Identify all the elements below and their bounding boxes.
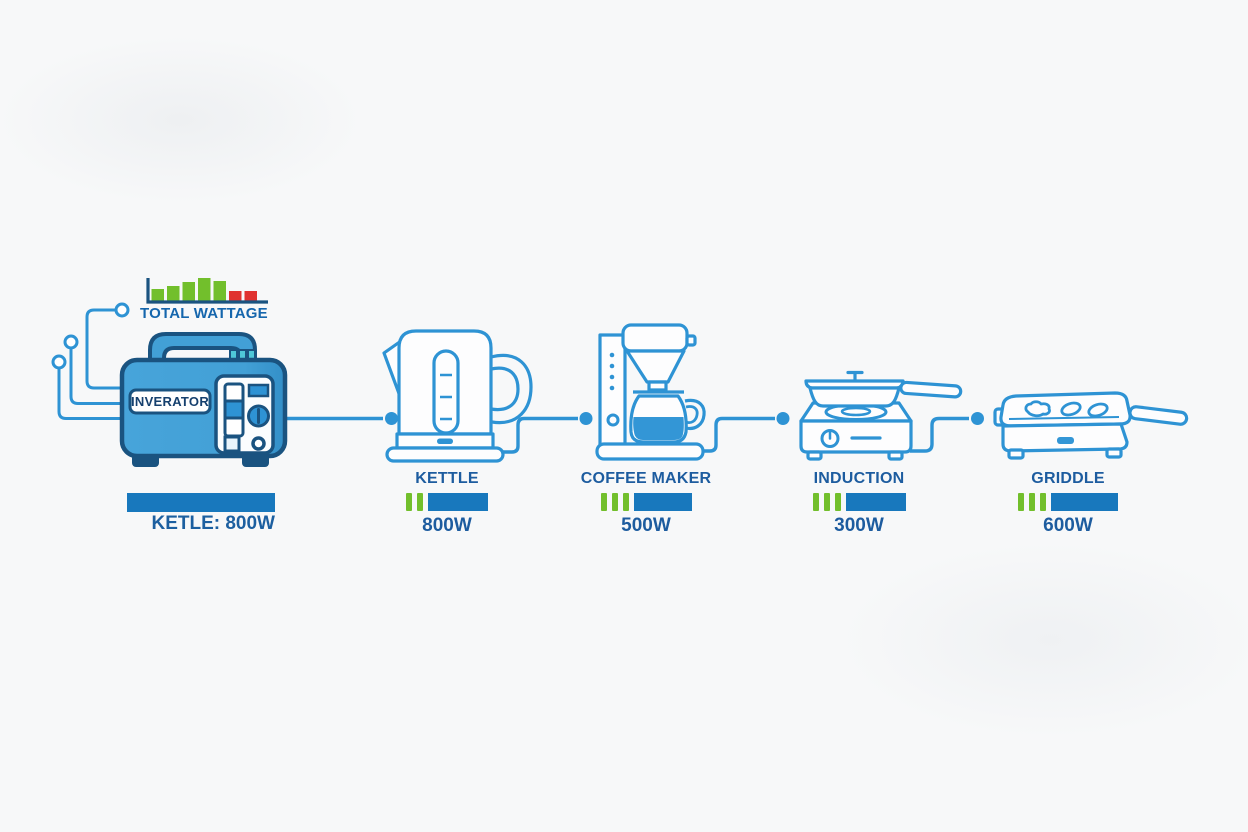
appliance-name: KETTLE	[415, 470, 479, 487]
tick-mark	[600, 493, 607, 511]
wattage-bar	[633, 493, 692, 511]
tick-mark	[1029, 493, 1035, 511]
appliance-label-griddle: GRIDDLE 600W	[993, 470, 1143, 537]
tick-mark	[1018, 493, 1024, 511]
wattage-bar	[845, 493, 906, 511]
wattage-chart-bar	[167, 286, 180, 301]
wattage-bar-row	[372, 493, 522, 511]
wire-terminal-icon	[63, 334, 79, 350]
wattage-chart-bar	[244, 291, 257, 301]
tick-marks	[600, 493, 629, 511]
tick-mark	[1040, 493, 1046, 511]
food-icon	[1060, 401, 1082, 417]
appliance-label-coffee-maker: COFFEE MAKER 500W	[571, 470, 721, 537]
appliance-label-induction: INDUCTION 300W	[784, 470, 934, 537]
connector-line	[910, 416, 969, 453]
wattage-bar-row	[784, 493, 934, 511]
tick-mark	[834, 493, 841, 511]
wire-terminal-icon	[114, 302, 130, 318]
inverter-nameplate	[128, 388, 212, 415]
tick-mark	[406, 493, 412, 511]
connector-dot	[579, 412, 593, 425]
tick-mark	[823, 493, 830, 511]
connector-dot	[385, 412, 398, 425]
appliance-watts: 800W	[422, 515, 472, 536]
inverter-feet	[242, 454, 269, 467]
inverter-caption: KETLE: 800W	[151, 513, 275, 534]
wire	[57, 369, 122, 420]
wire	[69, 349, 122, 405]
appliance-watts: 500W	[621, 515, 671, 536]
appliance-label-kettle: KETTLE 800W	[372, 470, 522, 537]
coffee-maker-icon	[595, 323, 706, 461]
tick-marks	[406, 493, 423, 511]
wattage-bar-row	[571, 493, 721, 511]
toggle-switch-band	[223, 399, 245, 420]
tick-mark	[812, 493, 819, 511]
tick-marks	[812, 493, 841, 511]
wattage-chart-bar	[229, 291, 242, 301]
total-wattage-label: TOTAL WATTAGE	[140, 305, 268, 322]
kettle-icon	[382, 329, 533, 463]
connector-dot	[776, 412, 790, 425]
inverter-nameplate-label: INVERATOR	[130, 394, 210, 409]
appliance-name: INDUCTION	[813, 470, 905, 487]
wattage-chart-bar	[151, 289, 164, 301]
appliance-watts: 600W	[1043, 515, 1093, 536]
tick-mark	[417, 493, 423, 511]
tick-marks	[1018, 493, 1046, 511]
connector-line	[503, 416, 578, 454]
appliance-name: GRIDDLE	[1031, 470, 1105, 487]
tick-mark	[611, 493, 618, 511]
inverter-wattage-bar	[127, 493, 275, 512]
inverter-icon	[119, 332, 288, 467]
appliance-name: COFFEE MAKER	[580, 470, 712, 487]
connector-line	[702, 416, 775, 453]
inverter-feet	[132, 454, 159, 467]
power-chain	[286, 416, 969, 454]
wire	[85, 308, 122, 390]
tick-mark	[622, 493, 629, 511]
appliance-watts: 300W	[834, 515, 884, 536]
indicator-bar-icon	[247, 383, 270, 398]
frying-pan-icon	[804, 370, 963, 408]
griddle-icon	[993, 391, 1189, 460]
inverter-wires	[51, 302, 130, 420]
wire-terminal-icon	[51, 354, 67, 370]
induction-cooktop-icon	[799, 370, 963, 461]
wattage-chart-bar	[198, 278, 211, 301]
connector-dots	[385, 412, 984, 425]
wattage-bar	[1051, 493, 1118, 511]
wattage-chart-icon	[146, 278, 268, 304]
wattage-bar-row	[993, 493, 1143, 511]
square-button-icon	[223, 435, 241, 453]
food-icon	[1087, 402, 1109, 418]
wattage-chart-bar	[182, 282, 195, 301]
wattage-bar	[428, 493, 488, 511]
wattage-chart-bar	[213, 281, 226, 301]
pancake-icon	[1024, 400, 1051, 418]
connector-dot	[971, 412, 984, 425]
round-button-icon	[251, 436, 266, 451]
